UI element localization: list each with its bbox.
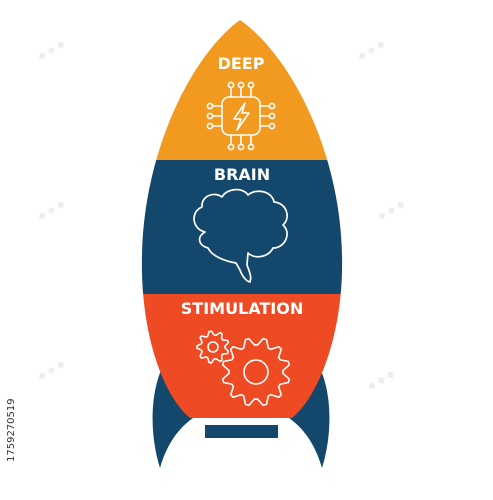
svg-text:◆ ◆ ◆: ◆ ◆ ◆: [366, 368, 397, 392]
section-stimulation-band: [141, 294, 343, 418]
right-fin: [286, 355, 330, 468]
section-brain-band: [141, 160, 343, 294]
svg-text:◆ ◆ ◆: ◆ ◆ ◆: [36, 38, 67, 62]
svg-text:◆ ◆ ◆: ◆ ◆ ◆: [36, 358, 67, 382]
svg-text:◆ ◆ ◆: ◆ ◆ ◆: [356, 38, 387, 62]
label-deep: DEEP: [218, 54, 265, 73]
left-fin: [152, 355, 196, 468]
label-brain: BRAIN: [214, 165, 270, 184]
small-gear: [196, 330, 230, 364]
brain-icon: [193, 188, 288, 283]
watermark-id: 1759270519: [6, 398, 17, 462]
gears-icon: [196, 330, 291, 407]
label-stimulation: STIMULATION: [181, 299, 304, 318]
large-gear: [221, 337, 291, 407]
svg-text:◆ ◆ ◆: ◆ ◆ ◆: [376, 198, 407, 222]
rocket-nozzle: [205, 425, 278, 438]
rocket-fins: [152, 355, 330, 468]
microchip-lightning-icon: [206, 81, 276, 151]
rocket-body: [141, 20, 343, 418]
svg-text:◆ ◆ ◆: ◆ ◆ ◆: [36, 198, 67, 222]
